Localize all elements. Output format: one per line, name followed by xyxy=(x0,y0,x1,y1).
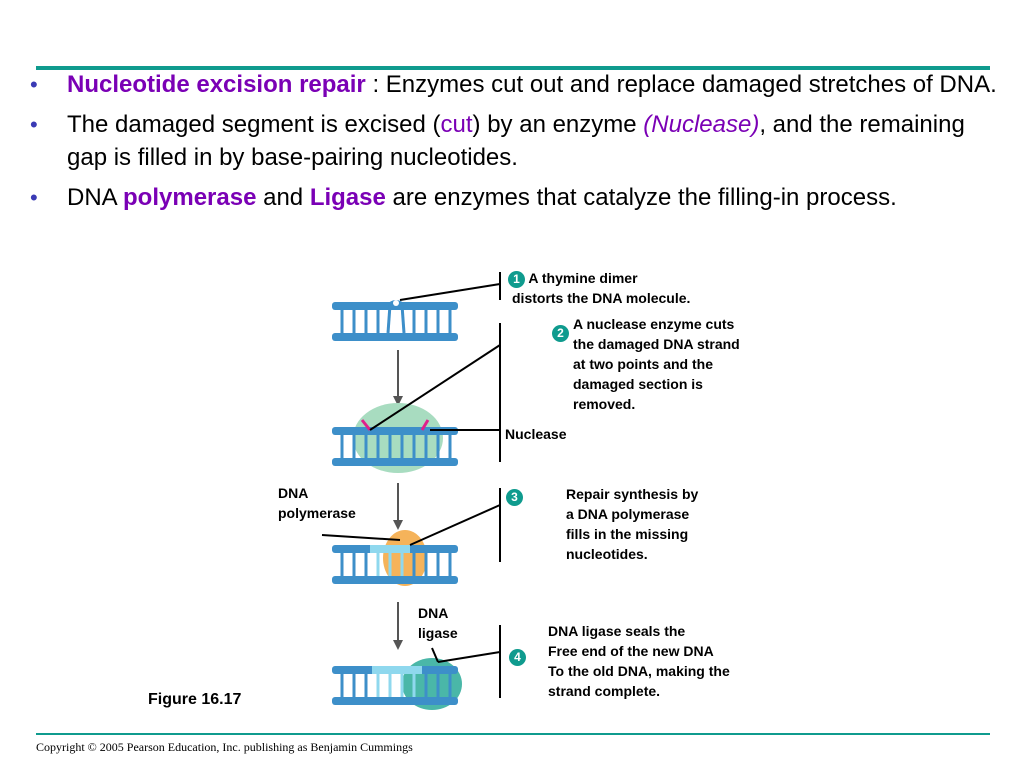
dna-ligase-label-line: DNA xyxy=(418,605,449,621)
bullet-item: • The damaged segment is excised (cut) b… xyxy=(30,108,998,174)
nuclease-enzyme-shape xyxy=(353,403,443,473)
term-ligase: Ligase xyxy=(309,184,386,211)
bullet-text: DNA xyxy=(67,184,124,211)
step1-text-line1: A thymine dimer xyxy=(528,270,638,286)
bullet-text: ) by an enzyme xyxy=(472,111,644,138)
step-number-badge: 4 xyxy=(509,648,526,666)
step2-line: at two points and the xyxy=(573,356,713,372)
step3-line: fills in the missing xyxy=(566,526,689,542)
step3-badge-wrap: 3 xyxy=(506,486,523,506)
step-number-badge: 1 xyxy=(508,270,525,288)
dna-molecule-step3 xyxy=(332,530,458,586)
step3-line: nucleotides. xyxy=(566,546,648,562)
dna-ligase-label: DNA ligase xyxy=(418,603,458,643)
bullet-text: The damaged segment is excised ( xyxy=(67,111,441,138)
bullet-item: • DNA polymerase and Ligase are enzymes … xyxy=(30,181,998,214)
step2-badge-wrap: 2 xyxy=(552,322,569,342)
term-polymerase: polymerase xyxy=(123,184,257,211)
step2-line: the damaged DNA strand xyxy=(573,336,740,352)
bullet-text: are enzymes that catalyze the filling-in… xyxy=(385,184,897,211)
bullet-marker: • xyxy=(30,112,38,137)
dna-molecule-step2 xyxy=(332,403,458,473)
callout-lines xyxy=(321,272,501,698)
step1-callout: 1 A thymine dimer distorts the DNA molec… xyxy=(508,268,690,308)
step2-callout: A nuclease enzyme cuts the damaged DNA s… xyxy=(573,314,740,414)
term-nucleotide-excision-repair: Nucleotide excision repair xyxy=(67,71,366,98)
step-number-badge: 3 xyxy=(506,488,523,506)
bottom-rule xyxy=(36,733,990,735)
step4-line: To the old DNA, making the xyxy=(548,663,730,679)
bullet-list: • Nucleotide excision repair : Enzymes c… xyxy=(30,68,998,221)
bullet-text: and xyxy=(256,184,310,211)
nuclease-label: Nuclease xyxy=(505,426,567,442)
term-cut: cut xyxy=(440,111,473,138)
step2-line: A nuclease enzyme cuts xyxy=(573,316,735,332)
figure-caption: Figure 16.17 xyxy=(148,691,242,708)
step4-line: Free end of the new DNA xyxy=(548,643,714,659)
dna-polymerase-label-line: polymerase xyxy=(278,505,356,521)
step4-line: strand complete. xyxy=(548,683,661,699)
dna-ligase-label-line: ligase xyxy=(418,625,458,641)
polymerase-enzyme-shape xyxy=(383,530,427,586)
step3-callout: Repair synthesis by a DNA polymerase fil… xyxy=(566,484,698,564)
bullet-text: , and the remaining gap is filled in by … xyxy=(67,111,965,171)
dna-polymerase-label: DNA polymerase xyxy=(278,483,356,523)
copyright-notice: Copyright © 2005 Pearson Education, Inc.… xyxy=(36,740,413,754)
step4-line: DNA ligase seals the xyxy=(548,623,686,639)
dna-polymerase-label-line: DNA xyxy=(278,485,309,501)
term-nuclease: (Nuclease) xyxy=(643,111,760,138)
bullet-item: • Nucleotide excision repair : Enzymes c… xyxy=(30,68,998,101)
step3-line: a DNA polymerase xyxy=(566,506,690,522)
dna-molecule-step4 xyxy=(332,658,462,710)
bullet-marker: • xyxy=(30,72,38,97)
step2-line: removed. xyxy=(573,396,636,412)
step4-callout: DNA ligase seals the Free end of the new… xyxy=(548,621,730,701)
bullet-text: : Enzymes cut out and replace damaged st… xyxy=(365,71,997,98)
bullet-marker: • xyxy=(30,185,38,210)
top-rule xyxy=(36,66,990,70)
step3-line: Repair synthesis by xyxy=(566,486,699,502)
step2-line: damaged section is xyxy=(573,376,703,392)
step-number-badge: 2 xyxy=(552,324,569,342)
dna-molecule-step1 xyxy=(332,300,458,341)
step4-badge-wrap: 4 xyxy=(509,646,526,666)
step1-text-line2: distorts the DNA molecule. xyxy=(512,290,691,306)
